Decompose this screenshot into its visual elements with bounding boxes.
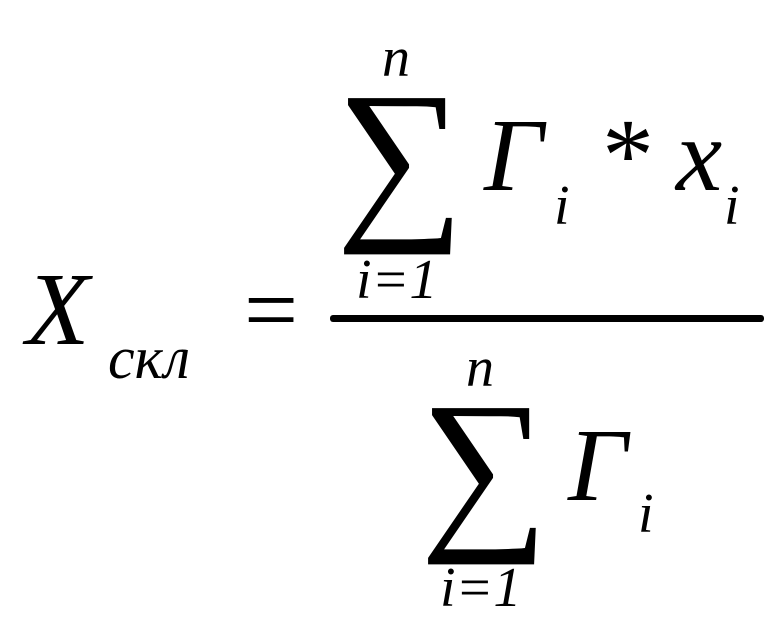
fraction-bar bbox=[330, 315, 764, 322]
numerator-lower-limit: i=1 bbox=[356, 249, 438, 311]
denominator-term: Г bbox=[568, 408, 628, 523]
denominator-term-index: i bbox=[638, 483, 654, 545]
denominator-lower-limit: i=1 bbox=[440, 557, 522, 619]
numerator-term-1: Г bbox=[484, 98, 544, 213]
numerator-term-2-index: i bbox=[724, 175, 740, 237]
denominator-upper-limit: n bbox=[466, 337, 494, 399]
numerator-term-1-index: i bbox=[554, 175, 570, 237]
lhs-subscript: скл bbox=[108, 325, 191, 391]
denominator-sum-symbol: ∑ bbox=[420, 366, 549, 565]
numerator-multiply-operator: * bbox=[602, 98, 654, 213]
numerator-upper-limit: n bbox=[382, 27, 410, 89]
equals-sign: = bbox=[244, 256, 299, 363]
numerator-term-2: x bbox=[676, 98, 723, 213]
numerator-sum-symbol: ∑ bbox=[336, 56, 465, 255]
lhs-variable: X bbox=[26, 252, 90, 367]
